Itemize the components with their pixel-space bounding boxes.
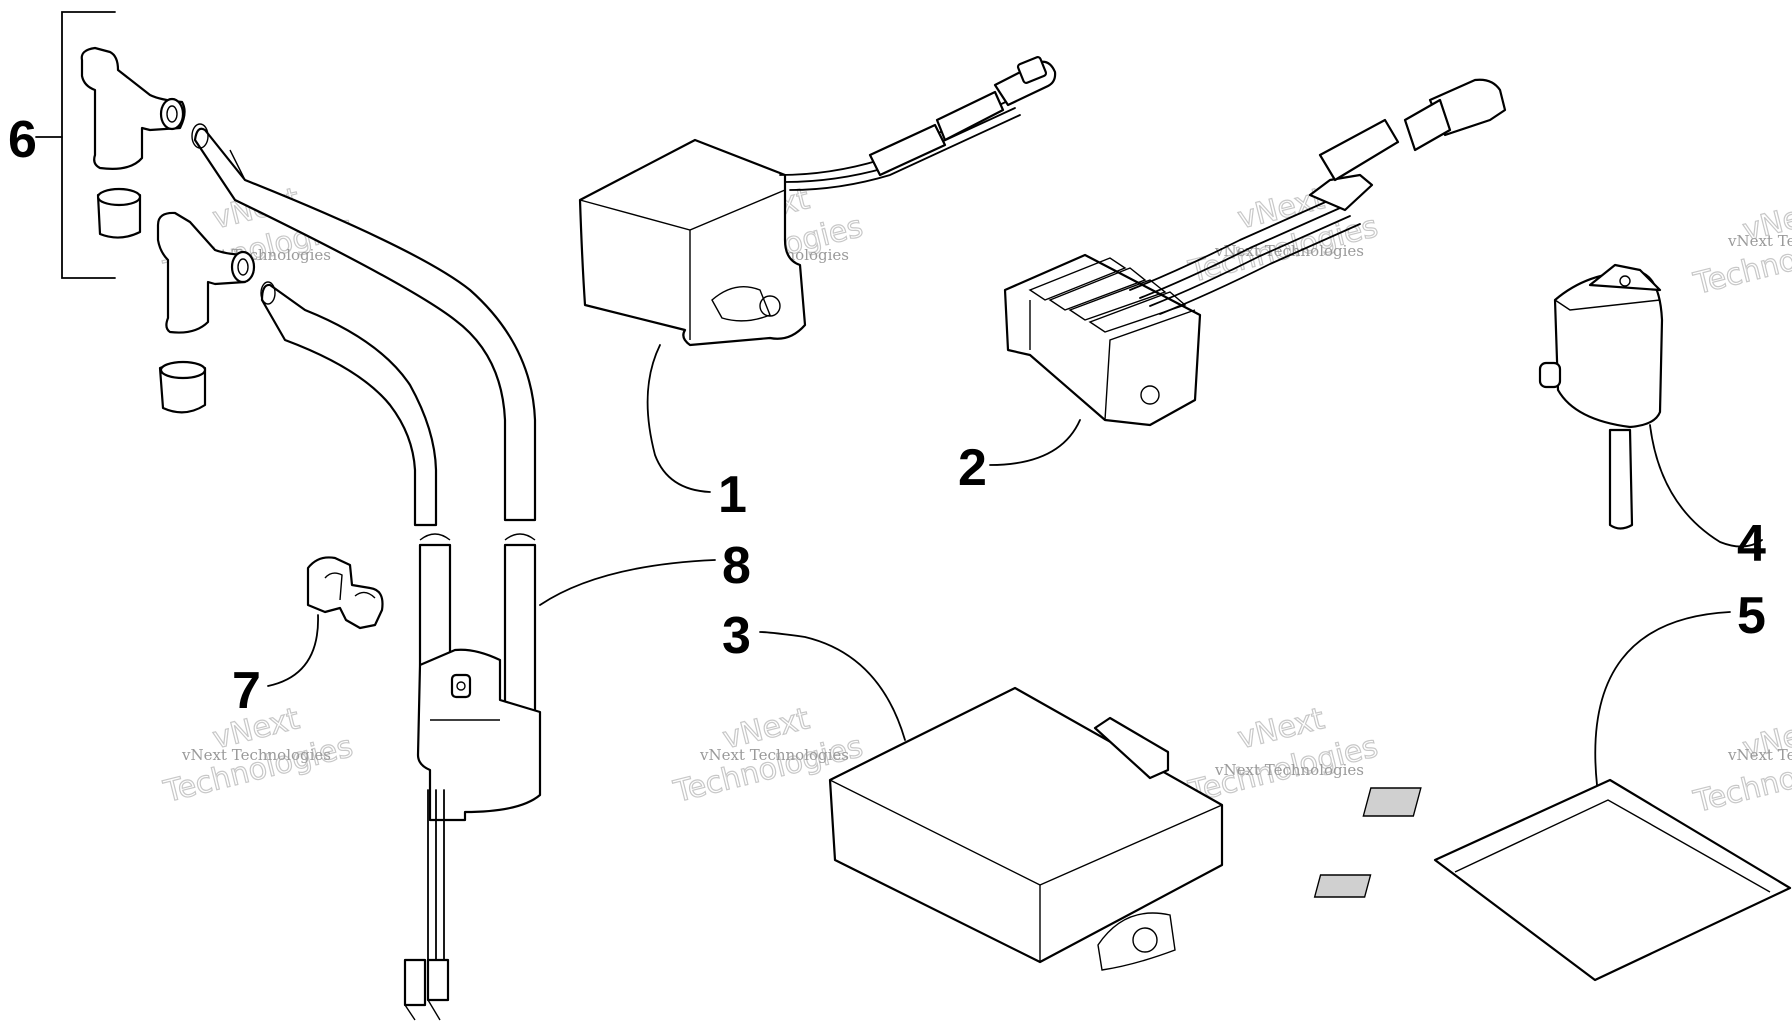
part-4-sensor bbox=[1538, 263, 1763, 548]
part-6-spark-plug-caps bbox=[35, 11, 256, 414]
callout-2: 2 bbox=[958, 439, 987, 497]
part-8-ignition-coil bbox=[191, 123, 716, 1021]
callout-5: 5 bbox=[1737, 587, 1766, 645]
part-5-decal bbox=[1313, 611, 1792, 982]
callout-4: 4 bbox=[1737, 515, 1766, 573]
watermark-text-5: vNext Technologies bbox=[181, 746, 331, 764]
callout-3: 3 bbox=[722, 607, 751, 665]
part-7-clip bbox=[267, 556, 384, 687]
watermark-text-4: vNext Technologies bbox=[1727, 232, 1792, 250]
watermark-7: vNext Technologies bbox=[1184, 701, 1382, 811]
part-3-ecu-box bbox=[759, 631, 1224, 971]
callout-8: 8 bbox=[722, 537, 751, 595]
callout-7: 7 bbox=[232, 662, 261, 720]
watermark-text-3: vNext Technologies bbox=[1214, 242, 1364, 260]
watermark-text-6: vNext Technologies bbox=[699, 746, 849, 764]
callout-1: 1 bbox=[718, 466, 747, 524]
part-1-cdi-box bbox=[578, 56, 1057, 493]
part-2-regulator bbox=[989, 78, 1507, 466]
callout-6: 6 bbox=[8, 111, 37, 169]
watermark-text-8: vNext Technologies bbox=[1727, 746, 1792, 764]
watermark-text-7: vNext Technologies bbox=[1214, 761, 1364, 779]
